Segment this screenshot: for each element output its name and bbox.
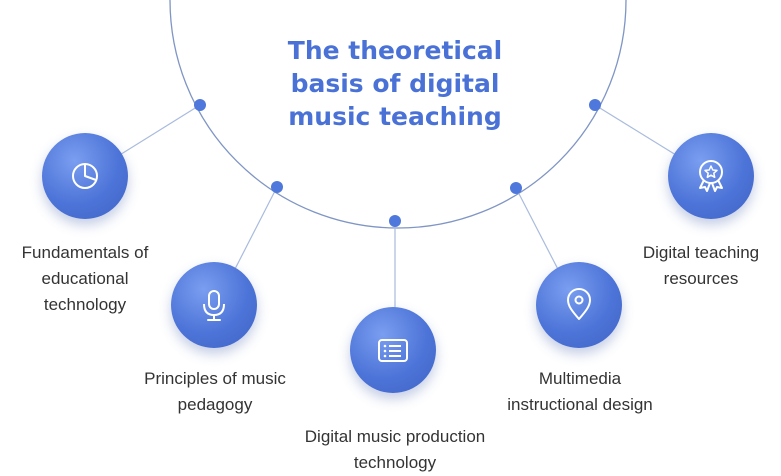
node-teaching-resources [668, 133, 754, 219]
node-educational-technology [42, 133, 128, 219]
title-line: basis of digital [290, 69, 500, 98]
node-instructional-design [536, 262, 622, 348]
arc-dot-2 [271, 181, 283, 193]
node-label-music-production: Digital music production technology [304, 427, 486, 472]
title-line: The theoretical [287, 36, 503, 65]
node-label-educational-technology: Fundamentals of educational technology [21, 243, 149, 314]
node-label-instructional-design: Multimedia instructional design [507, 369, 653, 414]
node-label-music-pedagogy: Principles of music pedagogy [144, 369, 286, 414]
title-line: music teaching [288, 102, 502, 131]
node-music-production [350, 307, 436, 393]
diagram-title: The theoretical basis of digital music t… [250, 34, 540, 133]
node-label-teaching-resources: Digital teaching resources [642, 243, 760, 288]
pie-chart-icon [72, 163, 98, 189]
location-pin-icon [567, 288, 591, 320]
arc-dot-4 [510, 182, 522, 194]
list-document-icon [378, 339, 408, 362]
award-badge-icon [699, 160, 723, 192]
arc-dot-1 [194, 99, 206, 111]
arc-dot-3 [389, 215, 401, 227]
node-music-pedagogy [171, 262, 257, 348]
arc-dot-5 [589, 99, 601, 111]
microphone-icon [203, 290, 225, 321]
